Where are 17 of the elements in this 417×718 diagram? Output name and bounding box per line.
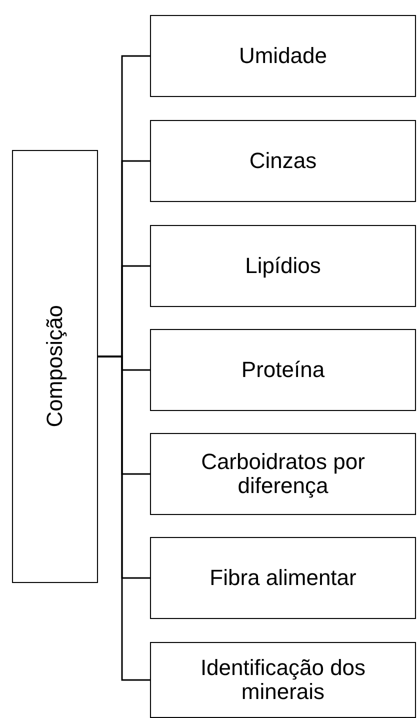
box-label: Umidade	[238, 44, 328, 68]
item-box	[150, 433, 416, 515]
connector-line	[98, 356, 150, 681]
item-box	[150, 120, 416, 202]
item-box	[150, 537, 416, 619]
box-label: Lipídios	[244, 254, 322, 278]
item-box	[150, 225, 416, 307]
item-box	[150, 642, 416, 718]
item-box	[150, 329, 416, 411]
category-box	[12, 150, 98, 583]
box-label: Composição	[42, 305, 68, 428]
box-label: Fibra alimentar	[208, 566, 358, 590]
item-box	[150, 15, 416, 97]
box-label: Identificação dos minerais	[199, 656, 367, 704]
box-label: Cinzas	[248, 148, 318, 174]
box-label: Carboidratos por diferença	[200, 450, 366, 498]
box-label: Proteína	[240, 358, 326, 382]
